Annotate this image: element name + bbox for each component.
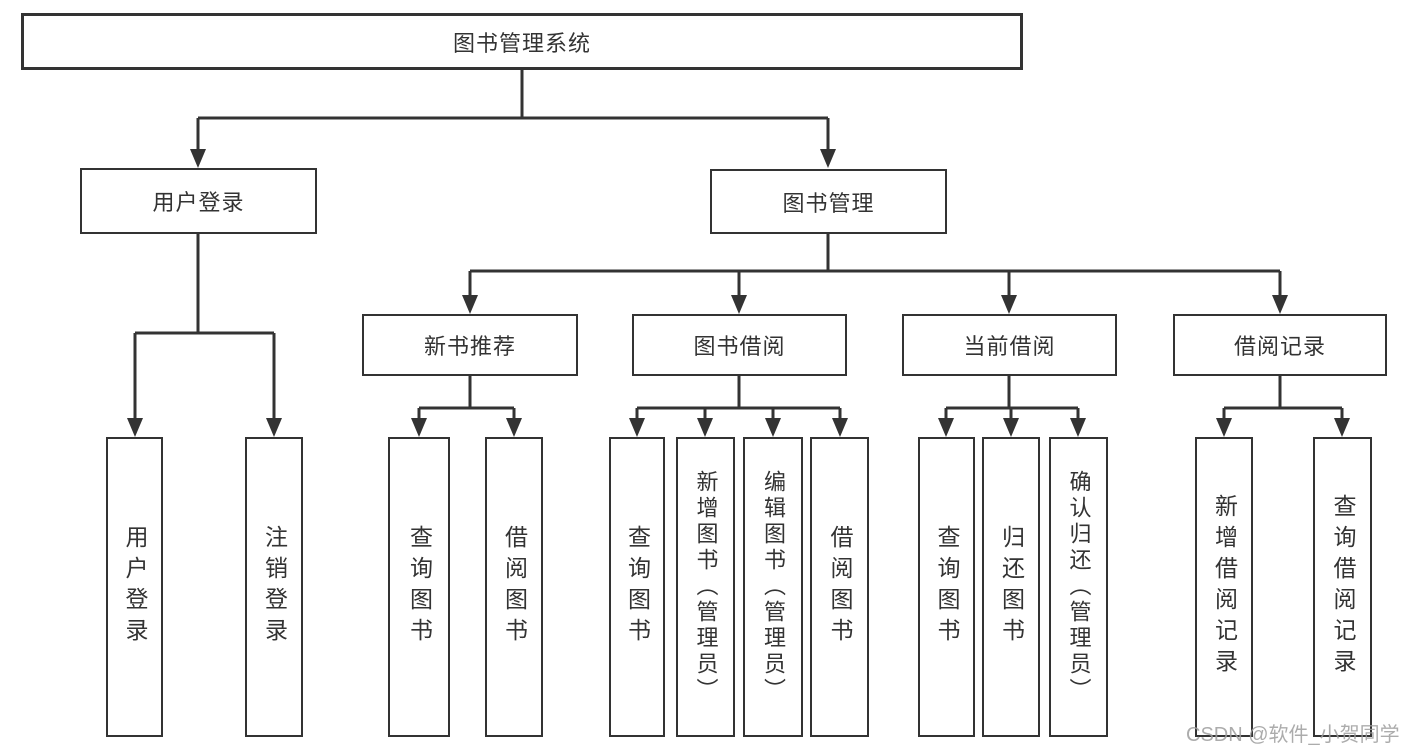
- root-node-label: 图书管理系统: [452, 30, 591, 56]
- branch-book-management-label: 图书管理: [782, 190, 875, 216]
- leaf-query-borrow-record-label: 查询借阅记录: [1330, 494, 1356, 680]
- leaf-return-books-label: 归还图书: [998, 525, 1025, 649]
- connector-recommend-to-leaves: [417, 376, 516, 420]
- leaf-add-book-admin-label: 新增图书（管理员）: [693, 470, 719, 704]
- node-new-book-recommend: 新书推荐: [362, 314, 578, 376]
- leaf-query-books-current-label: 查询图书: [934, 525, 960, 649]
- node-book-borrowing-label: 图书借阅: [693, 334, 786, 359]
- leaf-add-borrow-record-label: 新增借阅记录: [1211, 494, 1238, 680]
- connector-root-to-level2: [196, 70, 830, 151]
- branch-user-login: 用户登录: [80, 168, 317, 234]
- leaf-edit-book-admin-label: 编辑图书（管理员）: [761, 470, 786, 704]
- connector-borrowing-to-leaves: [635, 376, 842, 420]
- node-new-book-recommend-label: 新书推荐: [423, 334, 516, 359]
- branch-user-login-label: 用户登录: [152, 190, 245, 215]
- leaf-user-login: 用户登录: [106, 437, 163, 737]
- node-book-borrowing: 图书借阅: [632, 314, 847, 376]
- leaf-user-login-label: 用户登录: [122, 525, 148, 649]
- connector-book-mgmt-to-level3: [468, 234, 1282, 297]
- node-current-borrowing-label: 当前借阅: [963, 334, 1056, 359]
- connector-records-to-leaves: [1222, 376, 1344, 420]
- node-borrowing-records: 借阅记录: [1173, 314, 1387, 376]
- branch-book-management: 图书管理: [710, 169, 947, 234]
- leaf-logout-label: 注销登录: [261, 525, 288, 649]
- leaf-query-books-current: 查询图书: [918, 437, 975, 737]
- leaf-confirm-return-admin-label: 确认归还（管理员）: [1066, 470, 1092, 704]
- node-borrowing-records-label: 借阅记录: [1233, 334, 1326, 359]
- leaf-query-books-recommend: 查询图书: [388, 437, 450, 737]
- leaf-add-book-admin: 新增图书（管理员）: [676, 437, 735, 737]
- node-current-borrowing: 当前借阅: [902, 314, 1117, 376]
- leaf-logout: 注销登录: [245, 437, 303, 737]
- leaf-borrow-books-borrowing: 借阅图书: [810, 437, 869, 737]
- leaf-query-books-recommend-label: 查询图书: [406, 525, 433, 649]
- root-node: 图书管理系统: [21, 13, 1023, 70]
- csdn-watermark: CSDN @软件_小贺同学: [1186, 724, 1400, 746]
- connector-user-login-to-leaves: [133, 234, 276, 420]
- leaf-query-books-borrowing-label: 查询图书: [624, 525, 651, 649]
- leaf-borrow-books-recommend-label: 借阅图书: [501, 525, 528, 649]
- leaf-edit-book-admin: 编辑图书（管理员）: [743, 437, 803, 737]
- leaf-add-borrow-record: 新增借阅记录: [1195, 437, 1253, 737]
- leaf-query-books-borrowing: 查询图书: [609, 437, 665, 737]
- connector-current-to-leaves: [944, 376, 1080, 420]
- leaf-return-books: 归还图书: [982, 437, 1040, 737]
- leaf-query-borrow-record: 查询借阅记录: [1313, 437, 1372, 737]
- leaf-confirm-return-admin: 确认归还（管理员）: [1049, 437, 1108, 737]
- leaf-borrow-books-borrowing-label: 借阅图书: [827, 525, 853, 649]
- leaf-borrow-books-recommend: 借阅图书: [485, 437, 543, 737]
